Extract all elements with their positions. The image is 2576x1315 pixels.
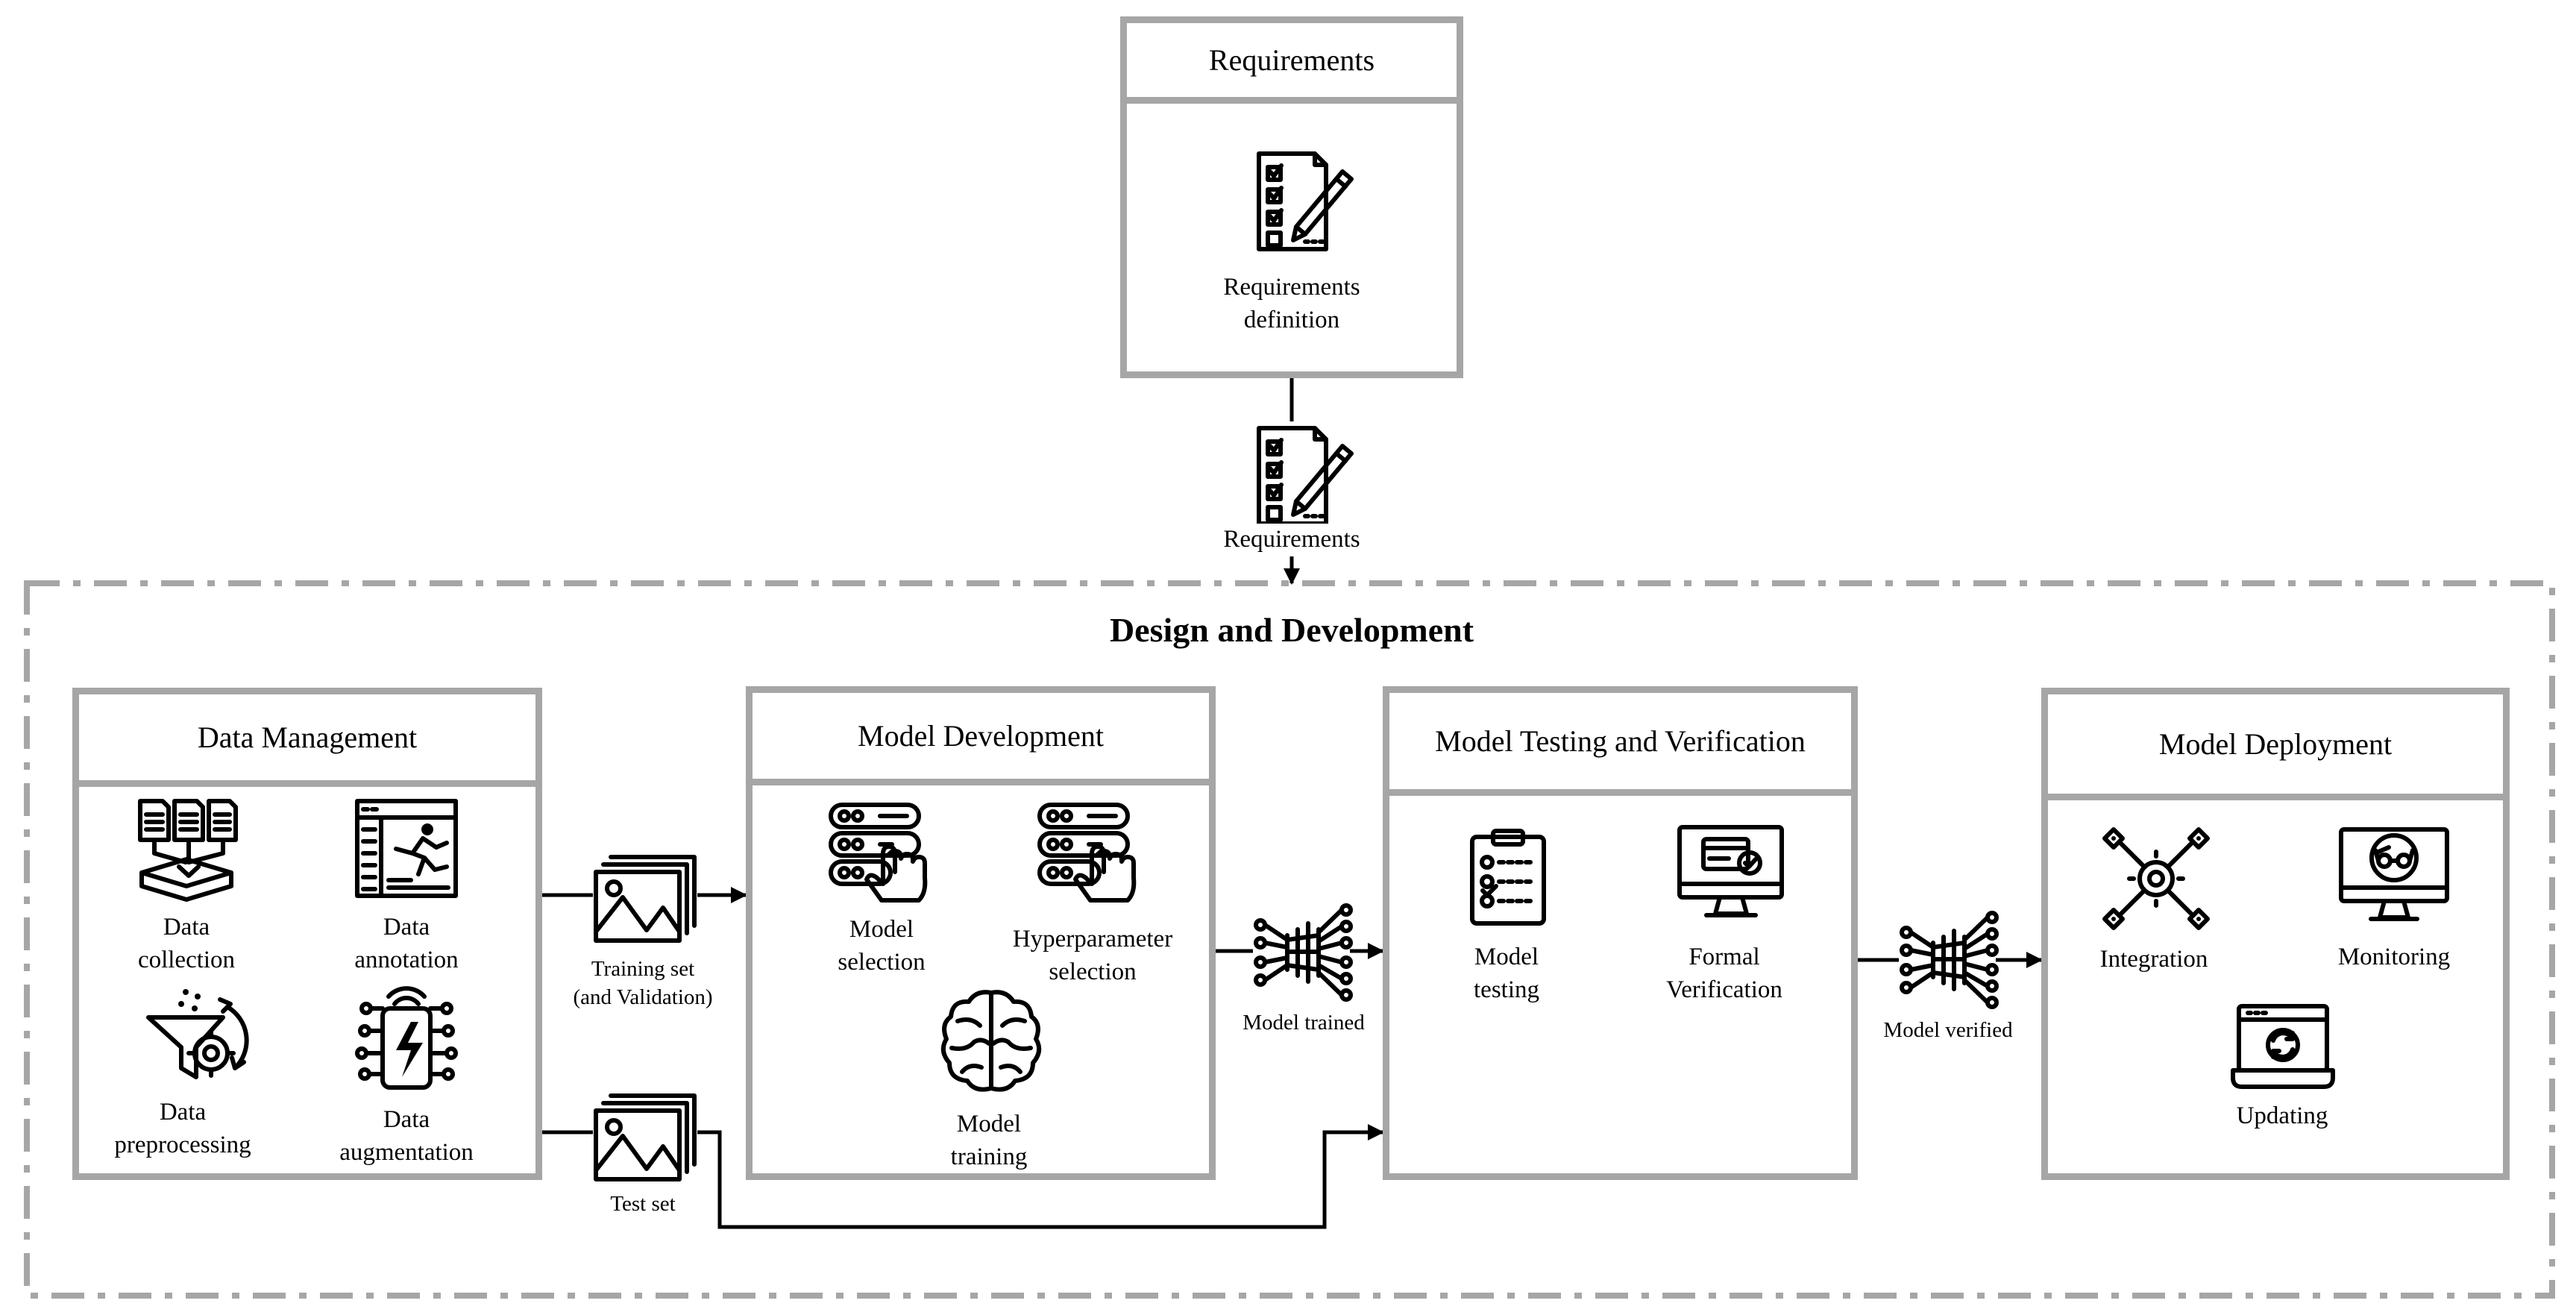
updating-icon bbox=[2231, 1004, 2335, 1089]
integration-gear-icon bbox=[2102, 827, 2210, 930]
model-trained-network-icon bbox=[1254, 903, 1353, 1002]
data-collection-label: Data collection bbox=[137, 914, 236, 973]
monitoring-label: Monitoring bbox=[2337, 944, 2451, 970]
model-selection-label: Model selection bbox=[838, 916, 926, 976]
data-management-box: Data Management bbox=[72, 688, 542, 1180]
model-testing-verification-box: Model Testing and Verification bbox=[1383, 686, 1858, 1180]
data-preprocessing-icon bbox=[146, 989, 249, 1079]
model-verified-network-icon bbox=[1900, 911, 1999, 1009]
model-testing-label: Model testing bbox=[1474, 944, 1539, 1003]
training-set-label: Training set (and Validation) bbox=[573, 957, 713, 1010]
model-testing-header: Model Testing and Verification bbox=[1389, 693, 1851, 796]
requirements-artifact-icon bbox=[1257, 426, 1354, 526]
data-preprocessing-label: Data preprocessing bbox=[114, 1099, 251, 1158]
requirements-artifact-label: Requirements bbox=[1223, 524, 1360, 556]
requirements-header: Requirements bbox=[1127, 23, 1457, 104]
monitoring-icon bbox=[2339, 827, 2449, 921]
data-augmentation-label: Data augmentation bbox=[339, 1106, 474, 1166]
training-set-images-icon bbox=[594, 855, 697, 943]
model-training-label: Model training bbox=[950, 1111, 1028, 1170]
model-verified-label: Model verified bbox=[1883, 1018, 2013, 1042]
requirements-box: Requirements bbox=[1120, 16, 1463, 378]
data-management-header: Data Management bbox=[79, 694, 535, 787]
data-augmentation-icon bbox=[355, 986, 458, 1090]
updating-label: Updating bbox=[2236, 1102, 2328, 1129]
design-development-container bbox=[24, 580, 2555, 1299]
test-set-images-icon bbox=[594, 1093, 697, 1181]
model-trained-label: Model trained bbox=[1243, 1011, 1365, 1035]
test-set-label: Test set bbox=[610, 1192, 676, 1216]
data-annotation-icon bbox=[355, 799, 458, 898]
model-development-box: Model Development bbox=[746, 686, 1216, 1180]
clipboard-checklist-icon bbox=[1470, 829, 1546, 926]
formal-verification-monitor-icon bbox=[1677, 825, 1784, 917]
brain-icon bbox=[940, 990, 1042, 1092]
model-deployment-box: Model Deployment bbox=[2041, 688, 2510, 1180]
data-annotation-label: Data annotation bbox=[354, 914, 459, 973]
model-development-header: Model Development bbox=[753, 693, 1209, 785]
hyperparameter-selection-icon bbox=[1037, 803, 1137, 903]
data-collection-icon bbox=[138, 799, 238, 902]
integration-label: Integration bbox=[2099, 946, 2208, 973]
model-selection-icon bbox=[829, 803, 928, 903]
requirements-document-icon bbox=[1257, 151, 1354, 251]
design-development-title: Design and Development bbox=[1109, 611, 1474, 649]
hyperparameter-selection-label: Hyperparameter selection bbox=[1012, 926, 1173, 985]
requirements-definition-label: Requirements definition bbox=[1223, 274, 1360, 333]
model-deployment-header: Model Deployment bbox=[2048, 694, 2503, 800]
formal-verification-label: Formal Verification bbox=[1666, 944, 1782, 1003]
